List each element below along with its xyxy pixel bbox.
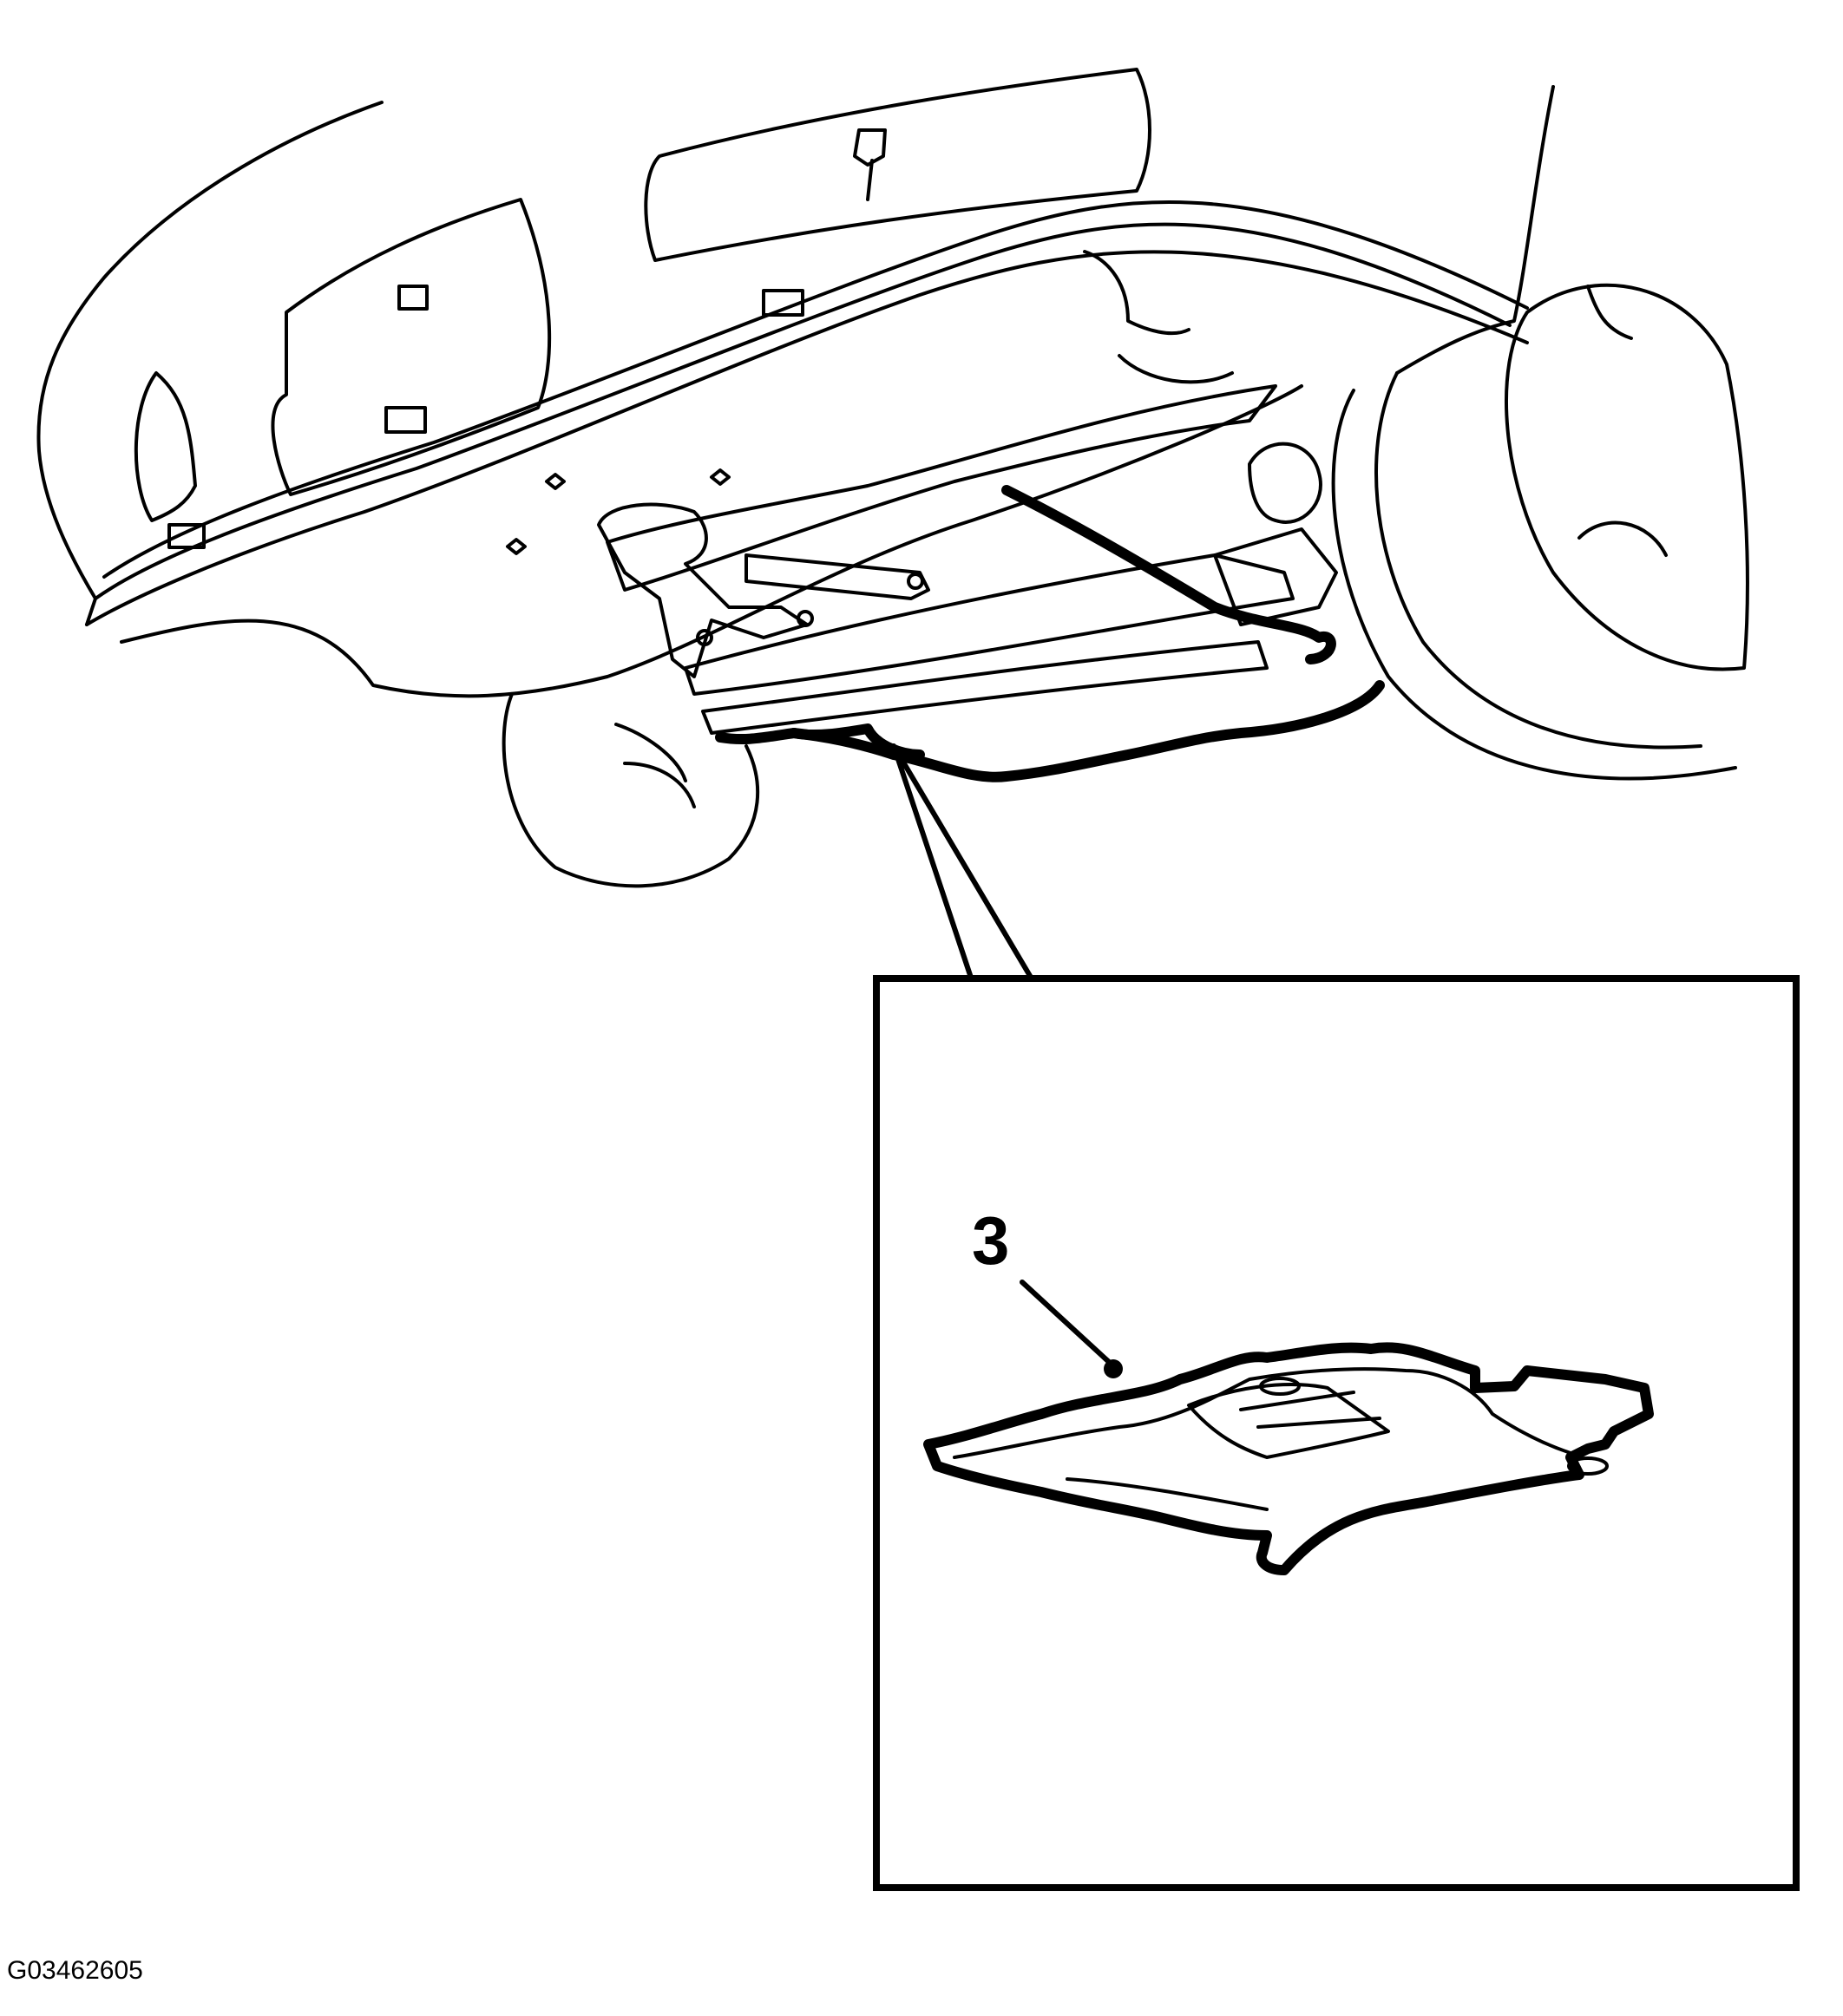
bumper-outer-edge	[36, 101, 384, 626]
right-strut	[1248, 442, 1322, 524]
undertray-detail	[923, 1342, 1654, 1575]
crossmember	[684, 553, 1295, 696]
tow-eye-bracket	[597, 502, 809, 678]
mount-hole-2	[710, 468, 731, 486]
figure-id: G03462605	[7, 1956, 143, 1985]
license-tab	[853, 128, 887, 201]
bumper-fascia-lower	[85, 250, 1529, 626]
undertray-hole-1	[1259, 1377, 1301, 1396]
undertray-inner-edge	[953, 1367, 1572, 1459]
detail-frame	[873, 975, 1800, 1891]
left-tire	[502, 692, 760, 888]
crossmember-lower	[701, 640, 1269, 735]
callout-leader-dot	[1104, 1359, 1123, 1378]
right-tire-sidewall	[1374, 371, 1702, 749]
bumper-clip-2	[384, 406, 427, 434]
callout-pointer	[891, 743, 1035, 983]
fender-edge	[1395, 85, 1555, 375]
callout-number-3: 3	[972, 1202, 1009, 1279]
mount-hole-5	[797, 610, 814, 627]
detail-inset: 3	[873, 975, 1800, 1891]
bumper-inner-flange	[120, 384, 1303, 698]
bumper-fascia-lip-2	[102, 200, 1529, 579]
right-wheel-rim	[1505, 283, 1749, 671]
fog-light-right	[644, 68, 1151, 262]
right-tire-outer	[1331, 389, 1737, 781]
fog-light-left	[271, 198, 552, 496]
vehicle-underside	[36, 68, 1749, 888]
undertray-panel-outline	[923, 1342, 1654, 1575]
bumper-clip-3	[167, 523, 206, 549]
front-subframe	[606, 384, 1277, 592]
callout-leader-line	[1020, 1280, 1112, 1365]
mount-hole-3	[506, 538, 527, 555]
mount-hole-4	[696, 629, 713, 646]
strut-bar	[744, 553, 930, 600]
undertray-raised-section	[1187, 1383, 1390, 1459]
pointer-wedge	[891, 743, 1035, 983]
bumper-fascia-lip	[94, 222, 1512, 600]
mount-hole-6	[907, 573, 924, 590]
undertray-rib-1	[1239, 1391, 1381, 1429]
engine-mount-right	[1083, 250, 1234, 384]
bumper-tab-1	[397, 285, 429, 311]
mount-hole-1	[545, 473, 566, 490]
bumper-clip-1	[762, 289, 804, 317]
undertray-rib-2	[1066, 1477, 1269, 1511]
right-wheel-hub	[1577, 285, 1668, 557]
left-suspension	[614, 723, 696, 808]
lower-intake-left	[134, 371, 197, 522]
undertray-outline-highlight-2	[789, 723, 925, 760]
undertray-hole-2	[1567, 1456, 1609, 1476]
